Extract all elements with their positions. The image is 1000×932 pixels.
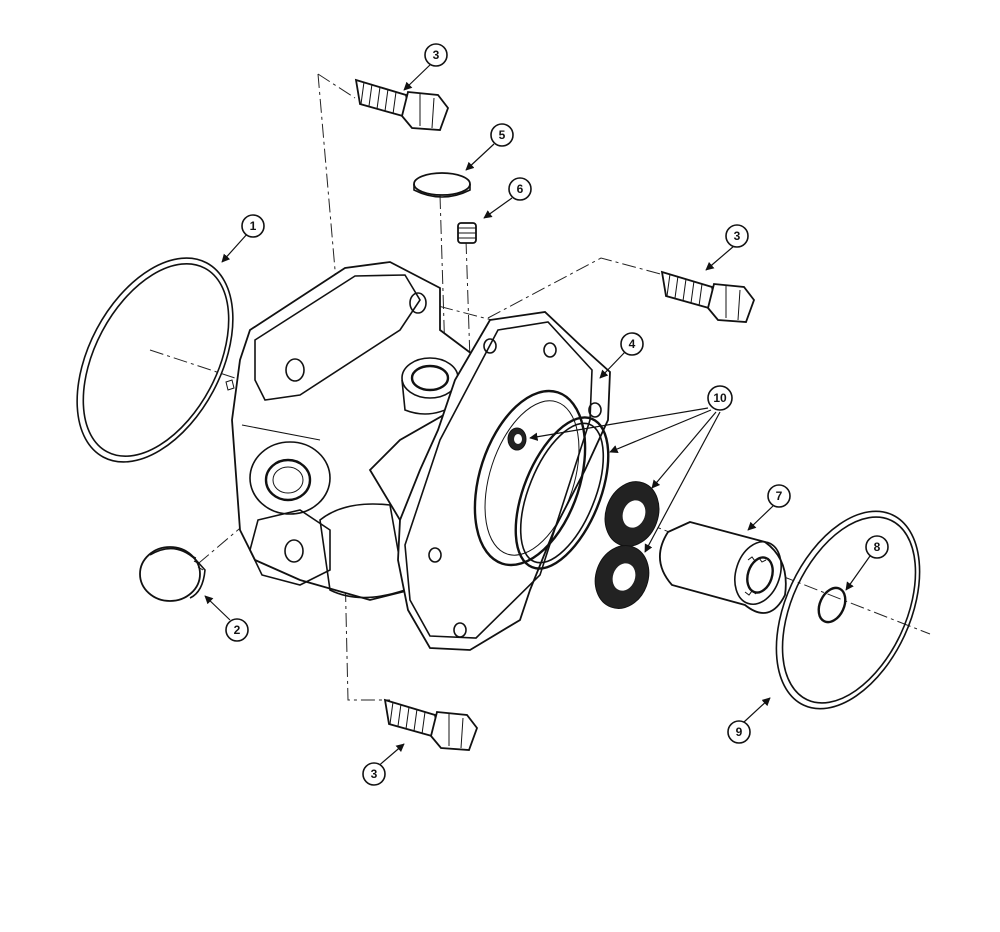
o-ring-small xyxy=(817,586,847,624)
svg-text:5: 5 xyxy=(499,128,506,142)
cap-screw-right xyxy=(660,270,756,323)
callout-3-right: 3 xyxy=(725,224,749,248)
svg-text:7: 7 xyxy=(776,489,783,503)
svg-text:4: 4 xyxy=(629,337,636,351)
svg-text:3: 3 xyxy=(433,48,440,62)
svg-text:10: 10 xyxy=(713,391,727,405)
svg-text:9: 9 xyxy=(736,725,743,739)
callout-3-top: 3 xyxy=(424,43,448,67)
cap-screw-bottom xyxy=(383,698,479,751)
callout-10: 10 xyxy=(707,385,733,411)
callout-3-bottom: 3 xyxy=(362,762,386,786)
callout-4: 4 xyxy=(620,332,644,356)
svg-text:8: 8 xyxy=(874,540,881,554)
callout-8: 8 xyxy=(865,535,889,559)
o-ring-large xyxy=(76,257,235,463)
svg-text:3: 3 xyxy=(734,229,741,243)
svg-text:6: 6 xyxy=(517,182,524,196)
callout-2: 2 xyxy=(225,618,249,642)
seal-kit xyxy=(507,416,660,609)
mounting-flange xyxy=(397,311,611,651)
o-ring-right xyxy=(775,510,921,710)
svg-text:3: 3 xyxy=(371,767,378,781)
svg-text:2: 2 xyxy=(234,623,241,637)
svg-text:1: 1 xyxy=(250,219,257,233)
callout-7: 7 xyxy=(767,484,791,508)
callout-6: 6 xyxy=(508,177,532,201)
cap-disc xyxy=(413,172,471,198)
leader-lines xyxy=(204,62,871,769)
cap-screw-top xyxy=(354,78,450,131)
port-plug xyxy=(139,546,206,602)
callout-1: 1 xyxy=(241,214,265,238)
callout-9: 9 xyxy=(727,720,751,744)
splined-coupling xyxy=(659,521,787,614)
set-screw xyxy=(457,222,477,244)
callout-5: 5 xyxy=(490,123,514,147)
